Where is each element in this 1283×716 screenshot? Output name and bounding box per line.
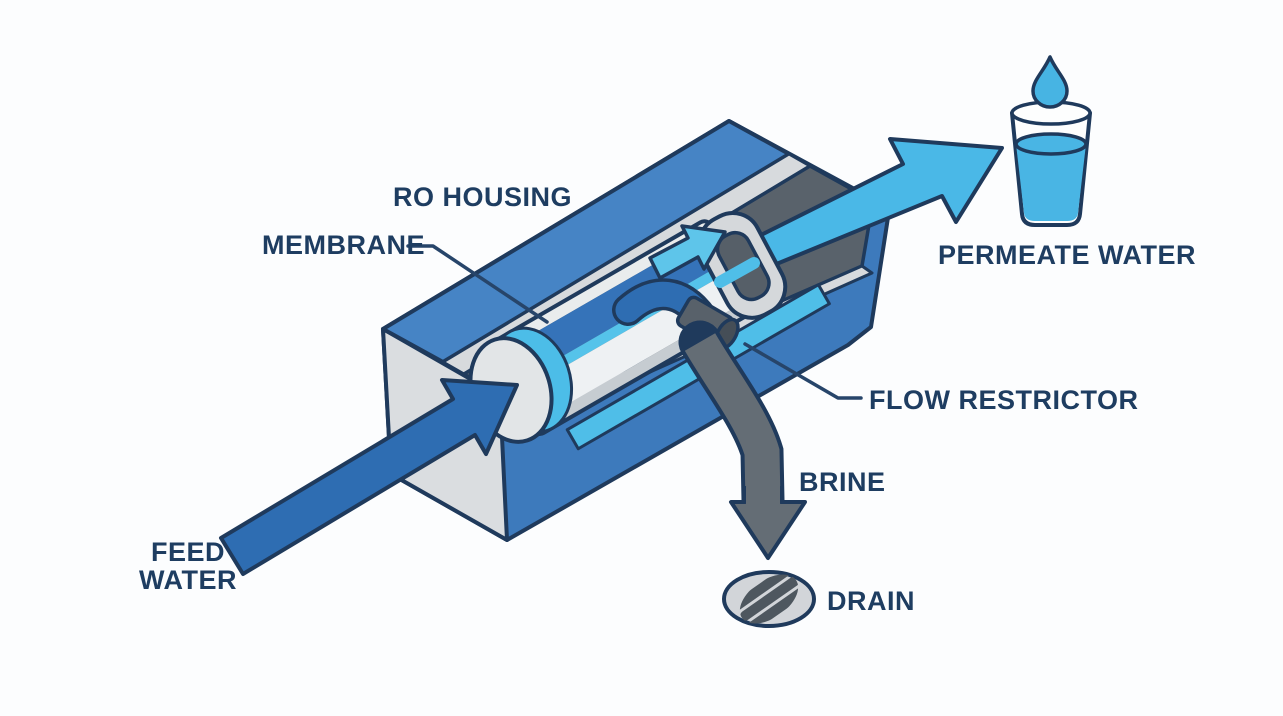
membrane-leader-line (406, 244, 549, 324)
feed-water-label-line1: FEED (151, 537, 225, 567)
flow-restrictor-leader-line (743, 342, 863, 400)
glass-water (1016, 144, 1086, 221)
feed-water-label-line2: WATER (139, 565, 237, 595)
drain-slats (732, 565, 807, 632)
permeate-water-label: PERMEATE WATER (938, 240, 1196, 270)
flow-direction-arrow (648, 224, 727, 280)
brine-label: BRINE (799, 467, 886, 497)
brine-tube (684, 333, 781, 503)
permeate-arrow-shape (741, 137, 1004, 274)
water-drop-icon (1031, 55, 1069, 109)
drain-icon (722, 565, 816, 632)
permeate-water-arrow (741, 137, 1004, 274)
permeate-loop-graphic (648, 211, 788, 320)
water-glass-icon (1010, 100, 1092, 227)
flow-restrictor-label: FLOW RESTRICTOR (869, 385, 1138, 415)
brine-arrow (678, 320, 807, 560)
feed-arrow-shape (219, 378, 519, 576)
brine-arrowhead (729, 486, 807, 560)
water-surface (1014, 132, 1088, 156)
drain-label: DRAIN (827, 586, 915, 616)
brine-joint (746, 486, 780, 504)
loop-channel (714, 257, 760, 288)
ro-housing-label: RO HOUSING (393, 182, 572, 212)
feed-water-arrow (219, 378, 519, 576)
membrane-label: MEMBRANE (262, 230, 425, 260)
